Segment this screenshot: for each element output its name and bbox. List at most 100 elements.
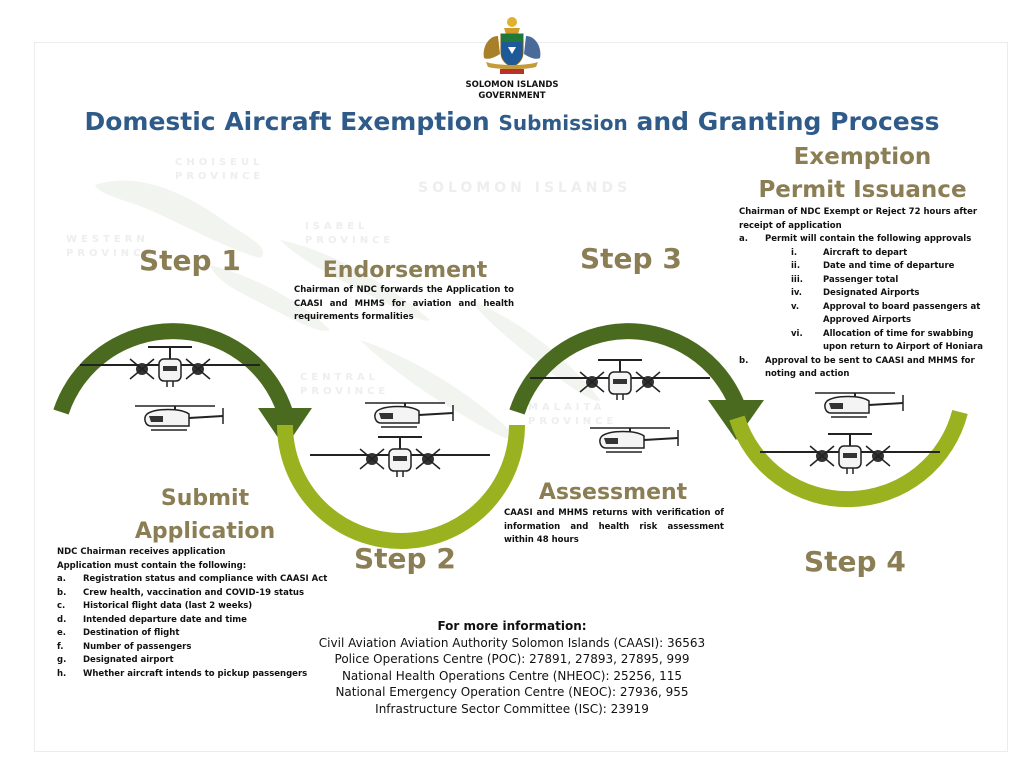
list-item: ii. Date and time of departure [739,260,984,274]
list-text: Permit will contain the following approv… [765,234,972,244]
submit-application-details: NDC Chairman receives application Applic… [57,546,357,681]
list-text: Approval to board passengers at Approved… [823,301,981,326]
list-marker: h. [57,668,67,679]
submit-line-2: Application must contain the following: [57,560,247,571]
permit-heading-line-1: Exemption [793,144,932,170]
list-marker: b. [739,355,749,366]
step-1-label: Step 1 [139,244,241,277]
arc-step-1 [53,323,293,415]
list-text: Date and time of departure [823,261,955,271]
assessment-text: CAASI and MHMS returns with verification… [504,508,724,545]
list-item: b. Crew health, vaccination and COVID-19 … [57,587,357,601]
list-text: Crew health, vaccination and COVID-19 st… [83,587,305,598]
map-province-label: CENTRAL [300,372,380,383]
list-item: c. Historical flight data (last 2 weeks) [57,600,357,614]
step-3-label: Step 3 [580,242,682,275]
list-marker: c. [57,601,66,611]
step-4-label: Step 4 [804,545,906,578]
list-item: h. Whether aircraft intends to pickup pas… [57,668,357,682]
airplane-icon [79,346,261,388]
list-item: i. Aircraft to depart [739,247,984,261]
helicopter-icon [134,405,224,431]
list-marker: g. [57,655,67,665]
map-province-label: PROVINCE [528,416,618,427]
map-province-label: WESTERN [66,234,149,245]
map-province-label: ISABEL [305,221,369,232]
list-item: e.Destination of flight [57,627,357,641]
map-province-label: PROVINCE [300,386,390,397]
list-marker: f. [57,641,64,652]
list-marker: d. [57,614,67,625]
list-item: vi. Allocation of time for swabbing upon … [739,328,984,355]
list-text: Designated airport [83,655,174,665]
coat-of-arms-logo [483,17,541,74]
airplane-icon [529,359,711,401]
arc-step-3 [509,323,745,415]
list-marker: a. [739,234,748,244]
list-text: Designated Airports [823,288,920,298]
list-item: a. Registration status and compliance wit… [57,573,357,587]
map-province-label: PROVINCE [66,248,156,259]
list-item: f. Number of passengers [57,641,357,655]
helicopter-icon [814,392,904,418]
logo-caption: SOLOMON ISLANDS GOVERNMENT [452,80,572,102]
list-item: a. Permit will contain the following appr… [739,233,984,247]
helicopter-icon [589,427,679,453]
page-title: Domestic Aircraft Exemption Submission a… [40,107,984,136]
list-text: Approval to be sent to CAASI and MHMS fo… [765,355,975,380]
contact-heading: For more information: [437,619,587,633]
airplane-icon [309,436,491,478]
title-part-1: Domestic Aircraft Exemption [84,107,490,136]
contact-line: Civil Aviation Aviation Authority Solomo… [318,635,706,650]
assessment-heading: Assessment [538,480,688,505]
list-marker: b. [57,587,67,598]
map-country-label: SOLOMON ISLANDS [418,180,632,196]
list-marker: iv. [791,288,802,298]
contact-info: For more information: Civil Aviation Avi… [262,618,762,717]
list-item: v. Approval to board passengers at Approv… [739,301,984,328]
list-text: Number of passengers [83,641,192,652]
permit-heading: Exemption Permit Issuance [740,141,985,207]
arc-step-4 [729,409,968,508]
map-province-label: PROVINCE [305,235,395,246]
submit-application-heading: Submit Application [134,486,276,544]
list-text: Whether aircraft intends to pickup passe… [83,668,308,679]
list-marker: e. [57,628,66,638]
map-province-label: MALAITA [528,402,606,413]
contact-line: Police Operations Centre (POC): 27891, 2… [334,652,690,666]
list-marker: v. [791,301,800,312]
title-part-3: and Granting Process [636,107,940,136]
list-marker: a. [57,574,66,584]
submit-line-1: NDC Chairman receives application [57,547,226,557]
list-text: Historical flight data (last 2 weeks) [83,601,253,611]
list-text: Registration status and compliance with … [83,574,328,584]
logo-line-2: GOVERNMENT [478,91,546,101]
map-province-label: CHOISEUL [175,157,264,168]
list-item: b. Approval to be sent to CAASI and MHMS … [739,355,984,382]
contact-line: Infrastructure Sector Committee (ISC): 2… [375,701,649,716]
list-item: g. Designated airport [57,654,357,668]
permit-heading-line-2: Permit Issuance [758,177,967,203]
list-item: d. Intended departure date and time [57,614,357,628]
step-2-label: Step 2 [354,542,456,575]
list-marker: i. [791,247,798,258]
contact-line: National Emergency Operation Centre (NEO… [335,685,689,699]
list-marker: iii. [791,274,803,285]
title-part-2: Submission [498,111,628,135]
list-text: Allocation of time for swabbing upon ret… [823,328,984,353]
list-text: Passenger total [823,274,899,285]
endorsement-heading: Endorsement [322,258,488,283]
arc-step-2 [277,424,525,549]
list-text: Intended departure date and time [83,614,247,625]
map-province-label: PROVINCE [175,171,265,182]
permit-details: Chairman of NDC Exempt or Reject 72 hour… [739,206,984,382]
list-marker: ii. [791,261,801,271]
helicopter-icon [364,402,454,428]
logo-line-1: SOLOMON ISLANDS [465,80,559,90]
list-text: Aircraft to depart [823,247,908,258]
endorsement-text: Chairman of NDC forwards the Application… [294,285,514,322]
list-marker: vi. [791,328,803,339]
list-item: iii. Passenger total [739,274,984,288]
